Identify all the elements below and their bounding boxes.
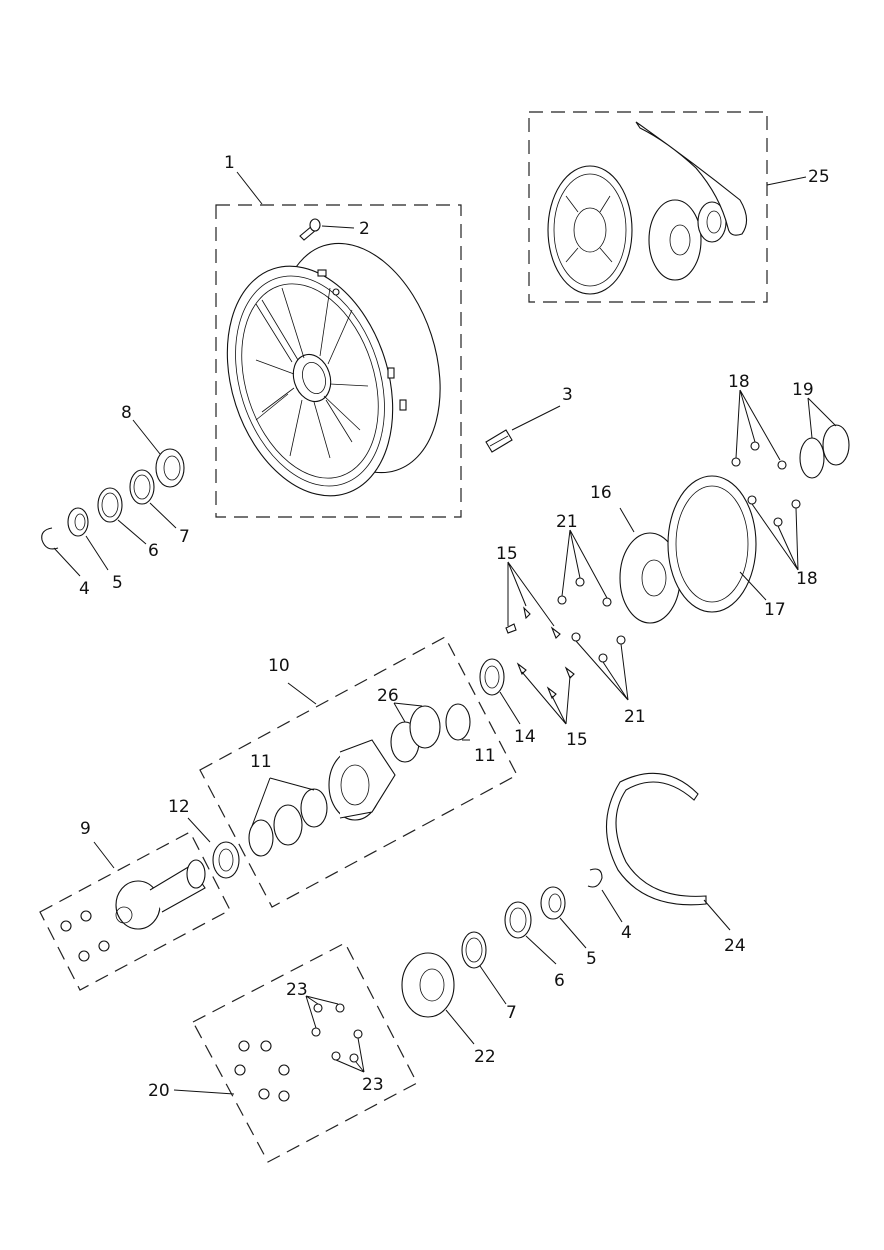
spindle — [60, 859, 206, 962]
label-12: 12 — [168, 797, 190, 817]
label-11-right: 11 — [474, 746, 496, 766]
label-6-right: 6 — [554, 971, 565, 991]
seal-left-8 — [155, 448, 185, 488]
label-17: 17 — [764, 600, 786, 620]
group-box-spindle — [39, 831, 231, 991]
rear-wheel — [226, 242, 441, 497]
circlip-left — [41, 527, 59, 550]
label-22: 22 — [474, 1047, 496, 1067]
bearing-right — [540, 886, 566, 920]
label-9: 9 — [80, 819, 91, 839]
label-16: 16 — [590, 483, 612, 503]
balance-weight — [485, 429, 513, 453]
circlip-11-left — [248, 819, 274, 857]
bolts-20 — [234, 1040, 290, 1102]
label-5-left: 5 — [112, 573, 123, 593]
bolts-15 — [505, 606, 575, 699]
label-11-left: 11 — [250, 752, 272, 772]
label-1: 1 — [224, 153, 235, 173]
label-8: 8 — [121, 403, 132, 423]
label-18-bottom: 18 — [796, 569, 818, 589]
spacer-12 — [212, 841, 240, 879]
drive-kit — [547, 121, 748, 295]
label-3: 3 — [562, 385, 573, 405]
bearings-26 — [390, 705, 441, 763]
label-7-right: 7 — [506, 1003, 517, 1023]
bearing-left — [67, 507, 89, 537]
label-15-bottom: 15 — [566, 730, 588, 750]
group-box-carrier — [192, 942, 418, 1163]
cush-drive-carrier — [401, 952, 455, 1018]
label-18-top: 18 — [728, 372, 750, 392]
nuts-18 — [731, 441, 801, 527]
seal-left-7 — [129, 469, 155, 505]
label-2: 2 — [359, 219, 370, 239]
washers-21 — [557, 577, 626, 663]
group-box-wheel — [215, 204, 462, 518]
label-23-top: 23 — [286, 980, 308, 1000]
label-26: 26 — [377, 686, 399, 706]
leader-lines — [53, 171, 837, 1095]
label-25: 25 — [808, 167, 830, 187]
spacer-14 — [479, 658, 505, 696]
hub — [328, 739, 396, 821]
seals-19 — [799, 424, 850, 479]
label-5-right: 5 — [586, 949, 597, 969]
circlip-11-right — [445, 703, 471, 741]
label-15-top: 15 — [496, 544, 518, 564]
label-7-left: 7 — [179, 527, 190, 547]
group-box-drive-kit — [528, 111, 768, 303]
label-4-left: 4 — [79, 579, 90, 599]
label-10: 10 — [268, 656, 290, 676]
label-19: 19 — [792, 380, 814, 400]
label-14: 14 — [514, 727, 536, 747]
label-23-bottom: 23 — [362, 1075, 384, 1095]
circlip-right — [587, 868, 603, 888]
label-21-top: 21 — [556, 512, 578, 532]
label-24: 24 — [724, 936, 746, 956]
spacer-right-6 — [504, 901, 532, 939]
spacer-left-6 — [97, 487, 123, 523]
seal-right-7 — [461, 931, 487, 969]
nuts-23 — [311, 1003, 363, 1063]
label-21-bottom: 21 — [624, 707, 646, 727]
drive-chain — [605, 772, 707, 906]
part-labels: 1 2 3 4 5 6 7 8 9 10 11 11 12 14 15 15 1… — [79, 153, 830, 1101]
group-box-hub — [199, 636, 518, 908]
needle-bearing — [273, 788, 328, 846]
valve-stem — [299, 218, 321, 241]
rear-sprocket — [667, 475, 757, 613]
label-6-left: 6 — [148, 541, 159, 561]
label-20: 20 — [148, 1081, 170, 1101]
label-4-right: 4 — [621, 923, 632, 943]
